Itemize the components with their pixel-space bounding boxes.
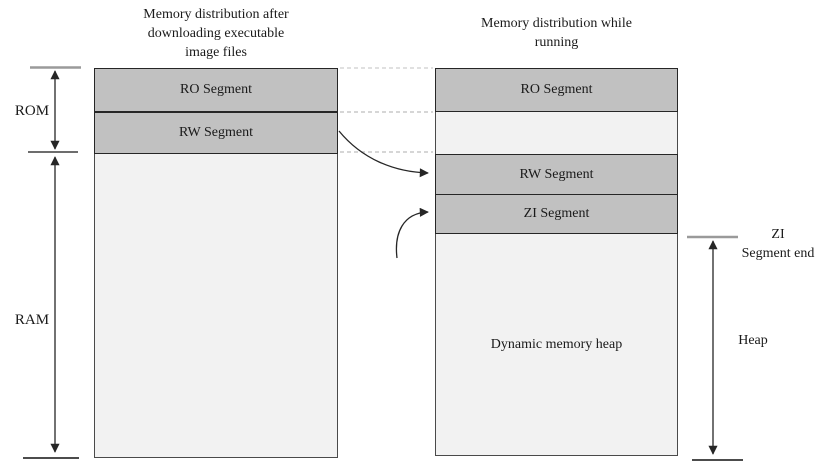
ram-label: RAM <box>14 312 50 328</box>
right-title-line-2: running <box>534 35 579 50</box>
left-title-line-3: image files <box>185 45 247 60</box>
right-ro-segment-label: RO Segment <box>520 82 593 97</box>
dynamic-memory-heap-label: Dynamic memory heap <box>490 336 623 352</box>
segment-mapping-dashed-lines <box>340 67 433 153</box>
rom-label: ROM <box>14 103 50 119</box>
dynamic-memory-heap-area: Dynamic memory heap <box>436 234 677 455</box>
right-ro-segment: RO Segment <box>435 68 678 112</box>
rw-relocation-arrow <box>338 130 429 178</box>
right-diagram-title: Memory distribution while running <box>435 14 678 52</box>
ram-extent-arrow <box>23 156 79 459</box>
zi-relocation-arrow <box>395 207 429 259</box>
zi-segment-end-label: ZI Segment end <box>728 225 828 263</box>
right-memory-column: RO Segment RW Segment ZI Segment Dynamic… <box>435 68 678 456</box>
right-zi-segment-label: ZI Segment <box>523 206 590 221</box>
right-zi-segment: ZI Segment <box>435 194 678 234</box>
left-memory-column: RO Segment RW Segment <box>94 68 338 458</box>
zi-segment-end-line-1: ZI <box>771 227 785 242</box>
left-diagram-title: Memory distribution after downloading ex… <box>94 5 338 62</box>
left-rw-segment-label: RW Segment <box>178 125 254 140</box>
left-title-line-1: Memory distribution after <box>143 7 289 22</box>
left-ro-segment-label: RO Segment <box>180 82 252 97</box>
zi-segment-end-line-2: Segment end <box>741 246 815 261</box>
right-rw-segment-label: RW Segment <box>519 166 594 182</box>
left-ro-segment: RO Segment <box>94 68 338 112</box>
heap-label: Heap <box>738 333 768 348</box>
right-title-line-1: Memory distribution while <box>481 16 632 31</box>
right-rw-segment: RW Segment <box>435 154 678 195</box>
left-rw-segment: RW Segment <box>94 112 338 154</box>
left-title-line-2: downloading executable <box>147 26 285 41</box>
